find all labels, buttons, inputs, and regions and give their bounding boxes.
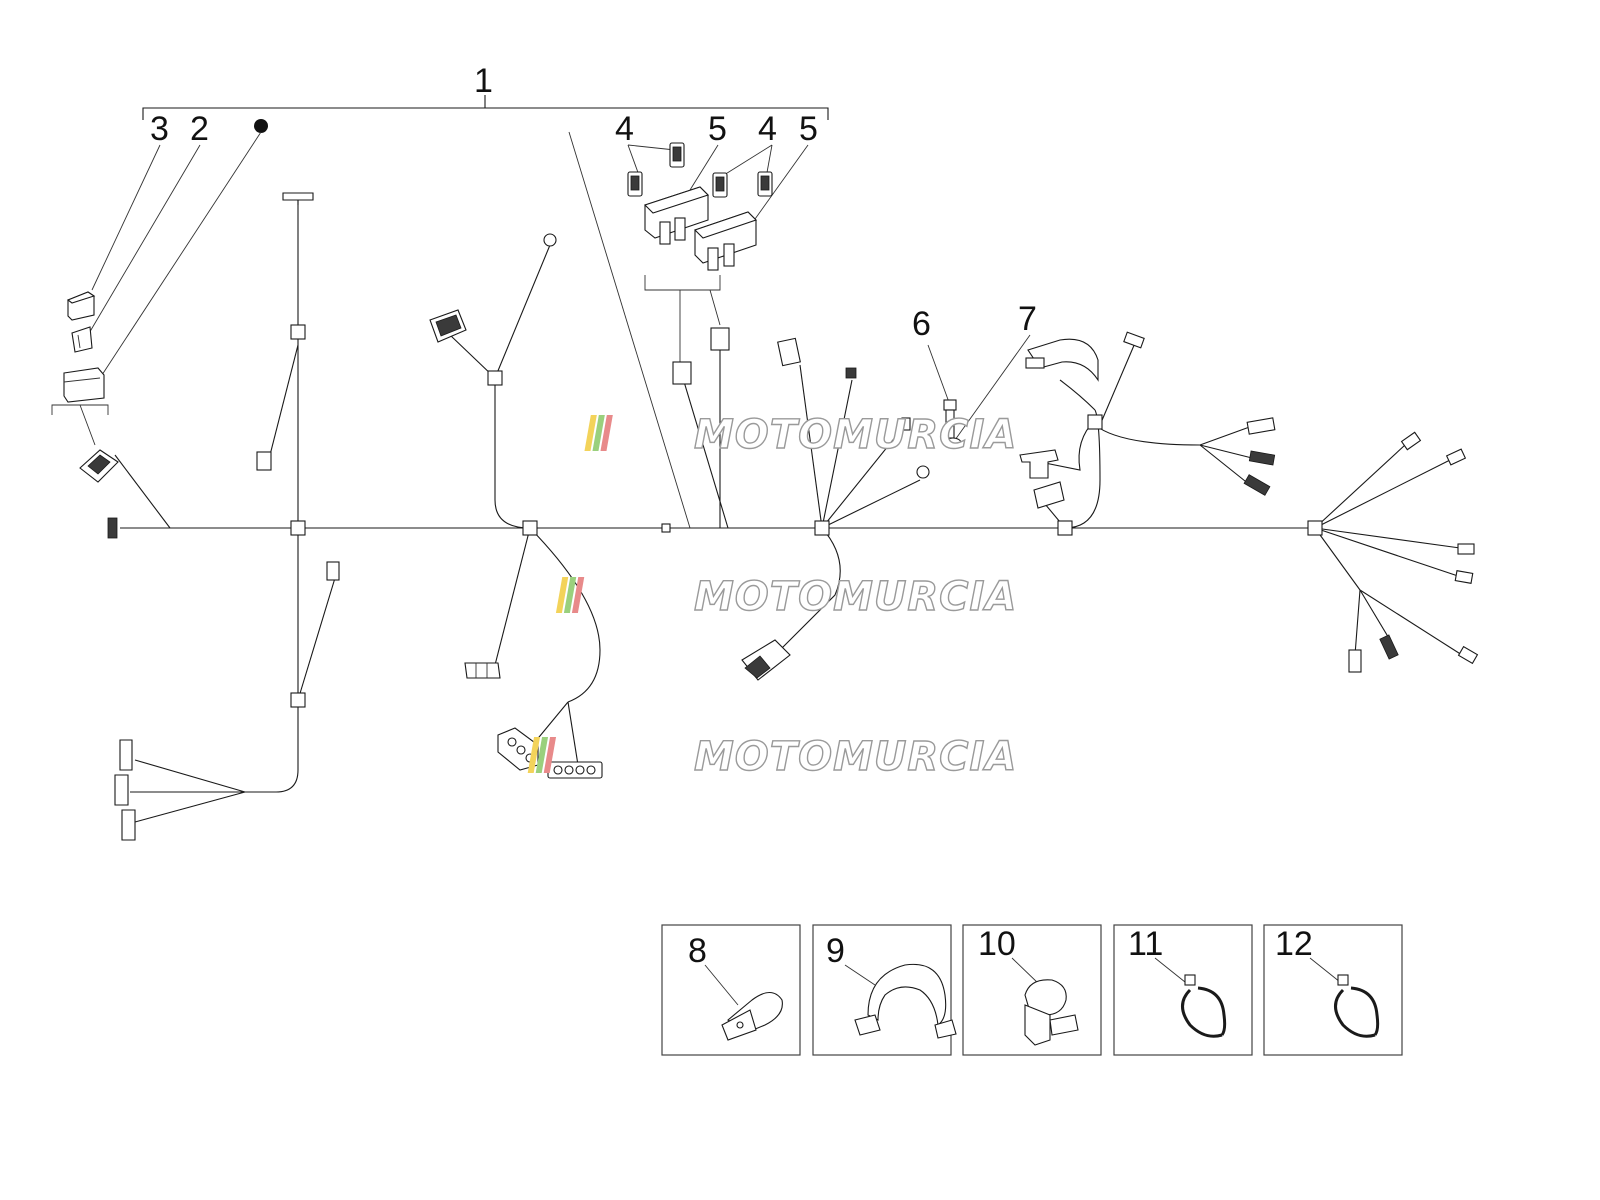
junction-nodes <box>290 324 1323 708</box>
svg-text:MOTOMURCIA: MOTOMURCIA <box>694 734 1017 780</box>
connector-parts <box>51 142 1479 841</box>
four-pin-connector <box>547 761 603 779</box>
main-harness-trunk <box>114 200 1463 823</box>
svg-text:12: 12 <box>1275 925 1313 963</box>
watermark-2: MOTOMURCIA <box>555 573 1017 621</box>
callout-1: 1 <box>474 62 493 100</box>
accessory-box-8: 8 <box>661 924 801 1056</box>
relay-part-2 <box>71 326 93 353</box>
svg-text:11: 11 <box>1128 925 1163 963</box>
accessory-box-10: 10 <box>962 924 1102 1056</box>
callout-5a: 5 <box>708 110 727 148</box>
callout-2: 2 <box>190 110 209 148</box>
accessory-box-12: 12 <box>1263 924 1403 1056</box>
watermark-3: MOTOMURCIA <box>527 733 1017 781</box>
callout-4a: 4 <box>615 110 634 148</box>
relay-holder <box>63 367 105 403</box>
washer-part-7 <box>944 437 962 449</box>
callout-5b: 5 <box>799 110 818 148</box>
left-multi-connector <box>79 449 119 483</box>
accessory-box-9: 9 <box>812 924 957 1056</box>
callout-7: 7 <box>1018 300 1037 338</box>
accessory-box-11: 11 <box>1113 924 1253 1056</box>
svg-text:9: 9 <box>826 932 845 970</box>
three-pin-connector <box>497 727 539 771</box>
relay-part-3 <box>66 291 96 321</box>
svg-text:MOTOMURCIA: MOTOMURCIA <box>694 412 1017 458</box>
fuse-holder-5a <box>643 186 710 245</box>
callout-dot <box>254 119 268 133</box>
callout-4b: 4 <box>758 110 777 148</box>
svg-text:8: 8 <box>688 932 707 970</box>
fuse-part-4a <box>627 171 643 197</box>
multi-connector-440 <box>429 309 467 343</box>
harness-group-bracket <box>142 95 829 120</box>
callout-3: 3 <box>150 110 169 148</box>
svg-text:MOTOMURCIA: MOTOMURCIA <box>694 574 1017 620</box>
fuse-part-4c <box>712 172 728 198</box>
watermark-1: MOTOMURCIA <box>584 411 1017 459</box>
callout-6: 6 <box>912 305 931 343</box>
connector-below-822 <box>741 639 791 681</box>
leader-lines <box>87 131 1031 529</box>
svg-text:10: 10 <box>978 925 1016 963</box>
fuse-part-4d <box>757 171 773 197</box>
fuse-part-4b <box>669 142 685 168</box>
fuse-holder-5b <box>693 211 758 271</box>
